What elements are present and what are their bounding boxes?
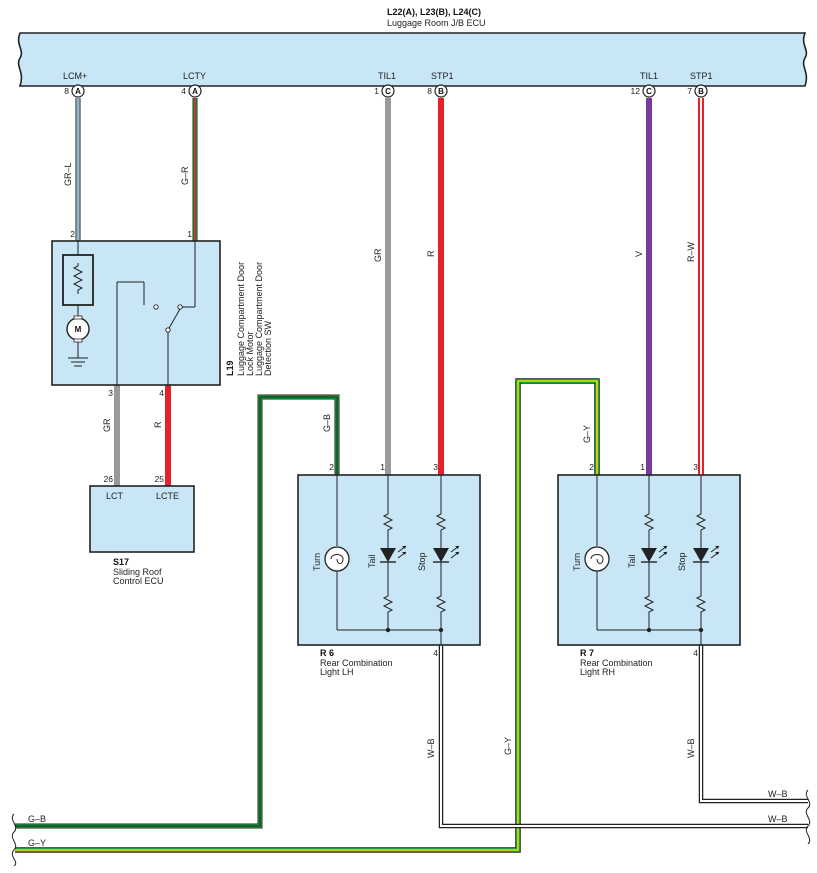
r7-tail-label: Tail bbox=[627, 554, 637, 568]
pin-number: 4 bbox=[159, 388, 164, 398]
wire-labels: GR–L G–R GR R V R–W GR R G–B G–Y W–B W–B… bbox=[28, 162, 788, 848]
wire-label: G–B bbox=[322, 414, 332, 432]
pin-number: 7 bbox=[687, 86, 692, 96]
r6-turn-label: Turn bbox=[312, 553, 322, 571]
wire-g-y bbox=[15, 378, 600, 853]
r6-code: R 6 bbox=[320, 648, 334, 658]
wire-label: R bbox=[426, 250, 436, 257]
conn-letter: B bbox=[438, 87, 444, 96]
l19-code: L19 bbox=[225, 360, 235, 376]
conn-letter: A bbox=[192, 87, 198, 96]
r7-code: R 7 bbox=[580, 648, 594, 658]
pin-number: 2 bbox=[70, 229, 75, 239]
s17-code: S17 bbox=[113, 557, 129, 567]
r6-tail-label: Tail bbox=[367, 554, 377, 568]
term-lcm-plus: LCM+ bbox=[63, 71, 87, 81]
r7-name-1: Rear Combination bbox=[580, 658, 653, 668]
pin-number: 4 bbox=[693, 648, 698, 658]
wire-g-b bbox=[15, 394, 340, 829]
pin-number: 8 bbox=[427, 86, 432, 96]
l19-desc-1: Luggage Compartment Door bbox=[236, 262, 246, 376]
wire-label: R–W bbox=[686, 241, 696, 262]
pin-number: 1 bbox=[640, 462, 645, 472]
l19-desc-3: Luggage Compartment Door bbox=[254, 262, 264, 376]
wire-label: W–B bbox=[426, 738, 436, 758]
conn-letter: A bbox=[75, 87, 81, 96]
wire-label: V bbox=[634, 251, 644, 257]
led-icon bbox=[380, 548, 396, 562]
pin-number: 2 bbox=[329, 462, 334, 472]
r7-component bbox=[557, 474, 741, 646]
r7-name-2: Light RH bbox=[580, 667, 615, 677]
conn-letter: B bbox=[698, 87, 704, 96]
l19-desc-2: Lock Motor bbox=[245, 331, 255, 376]
conn-letter: C bbox=[385, 87, 391, 96]
switch-contact bbox=[167, 308, 181, 331]
ecu-terminals: LCM+ LCTY TIL1 STP1 TIL1 STP1 bbox=[63, 71, 713, 81]
ground-icon bbox=[68, 357, 88, 367]
pin-number: 3 bbox=[693, 462, 698, 472]
led-icon bbox=[641, 548, 657, 562]
pin-number: 4 bbox=[181, 86, 186, 96]
s17-term-lcte: LCTE bbox=[156, 491, 179, 501]
wire-label: G–Y bbox=[503, 737, 513, 755]
pin-number: 3 bbox=[433, 462, 438, 472]
wire-w-b-lh bbox=[438, 645, 808, 829]
r6-component bbox=[297, 474, 481, 646]
wire-label: GR bbox=[373, 248, 383, 262]
pin-number: 4 bbox=[433, 648, 438, 658]
ecu-code: L22(A), L23(B), L24(C) bbox=[387, 7, 481, 17]
l19-component: M bbox=[51, 240, 221, 386]
pin-number: 8 bbox=[64, 86, 69, 96]
pin-number: 1 bbox=[380, 462, 385, 472]
pin-number: 26 bbox=[104, 474, 114, 484]
s17-component: LCT LCTE bbox=[89, 485, 195, 553]
wire-label: G–B bbox=[28, 814, 46, 824]
break-marks-left bbox=[11, 813, 17, 867]
term-stp1-lh: STP1 bbox=[431, 71, 454, 81]
motor-label: M bbox=[75, 325, 82, 334]
r7-turn-label: Turn bbox=[572, 553, 582, 571]
wire-label: R bbox=[153, 421, 163, 428]
ecu-name: Luggage Room J/B ECU bbox=[387, 18, 486, 28]
conn-letter: C bbox=[646, 87, 652, 96]
l19-label: L19 Luggage Compartment Door Lock Motor … bbox=[225, 262, 273, 376]
led-icon bbox=[433, 548, 449, 562]
l19-desc-4: Detection SW bbox=[263, 320, 273, 376]
wire-label: GR–L bbox=[63, 162, 73, 186]
wire-label: G–Y bbox=[28, 838, 46, 848]
r6-name-2: Light LH bbox=[320, 667, 354, 677]
pin-number: 1 bbox=[374, 86, 379, 96]
wire-label: GR bbox=[102, 418, 112, 432]
break-marks-right bbox=[805, 789, 811, 845]
pin-number: 25 bbox=[155, 474, 165, 484]
wire-label: G–R bbox=[180, 166, 190, 185]
s17-term-lct: LCT bbox=[106, 491, 124, 501]
ecu-bar bbox=[17, 32, 808, 87]
r7-stop-label: Stop bbox=[677, 552, 687, 571]
wire-label: W–B bbox=[686, 738, 696, 758]
pin-number: 3 bbox=[108, 388, 113, 398]
s17-name-1: Sliding Roof bbox=[113, 567, 162, 577]
s17-name-2: Control ECU bbox=[113, 576, 164, 586]
led-icon bbox=[693, 548, 709, 562]
r6-stop-label: Stop bbox=[417, 552, 427, 571]
wire-label: W–B bbox=[768, 814, 788, 824]
ecu-connectors: A 8 A 4 C 1 B 8 C 12 B 7 bbox=[64, 84, 708, 98]
pin-number: 12 bbox=[631, 86, 641, 96]
pin-number: 1 bbox=[187, 229, 192, 239]
wire-w-b-rh bbox=[698, 645, 808, 804]
wire-label: G–Y bbox=[582, 425, 592, 443]
term-stp1-rh: STP1 bbox=[690, 71, 713, 81]
pin-number: 2 bbox=[589, 462, 594, 472]
term-til1-rh: TIL1 bbox=[640, 71, 658, 81]
term-til1-lh: TIL1 bbox=[378, 71, 396, 81]
wire-label: W–B bbox=[768, 789, 788, 799]
term-lcty: LCTY bbox=[183, 71, 206, 81]
r6-name-1: Rear Combination bbox=[320, 658, 393, 668]
